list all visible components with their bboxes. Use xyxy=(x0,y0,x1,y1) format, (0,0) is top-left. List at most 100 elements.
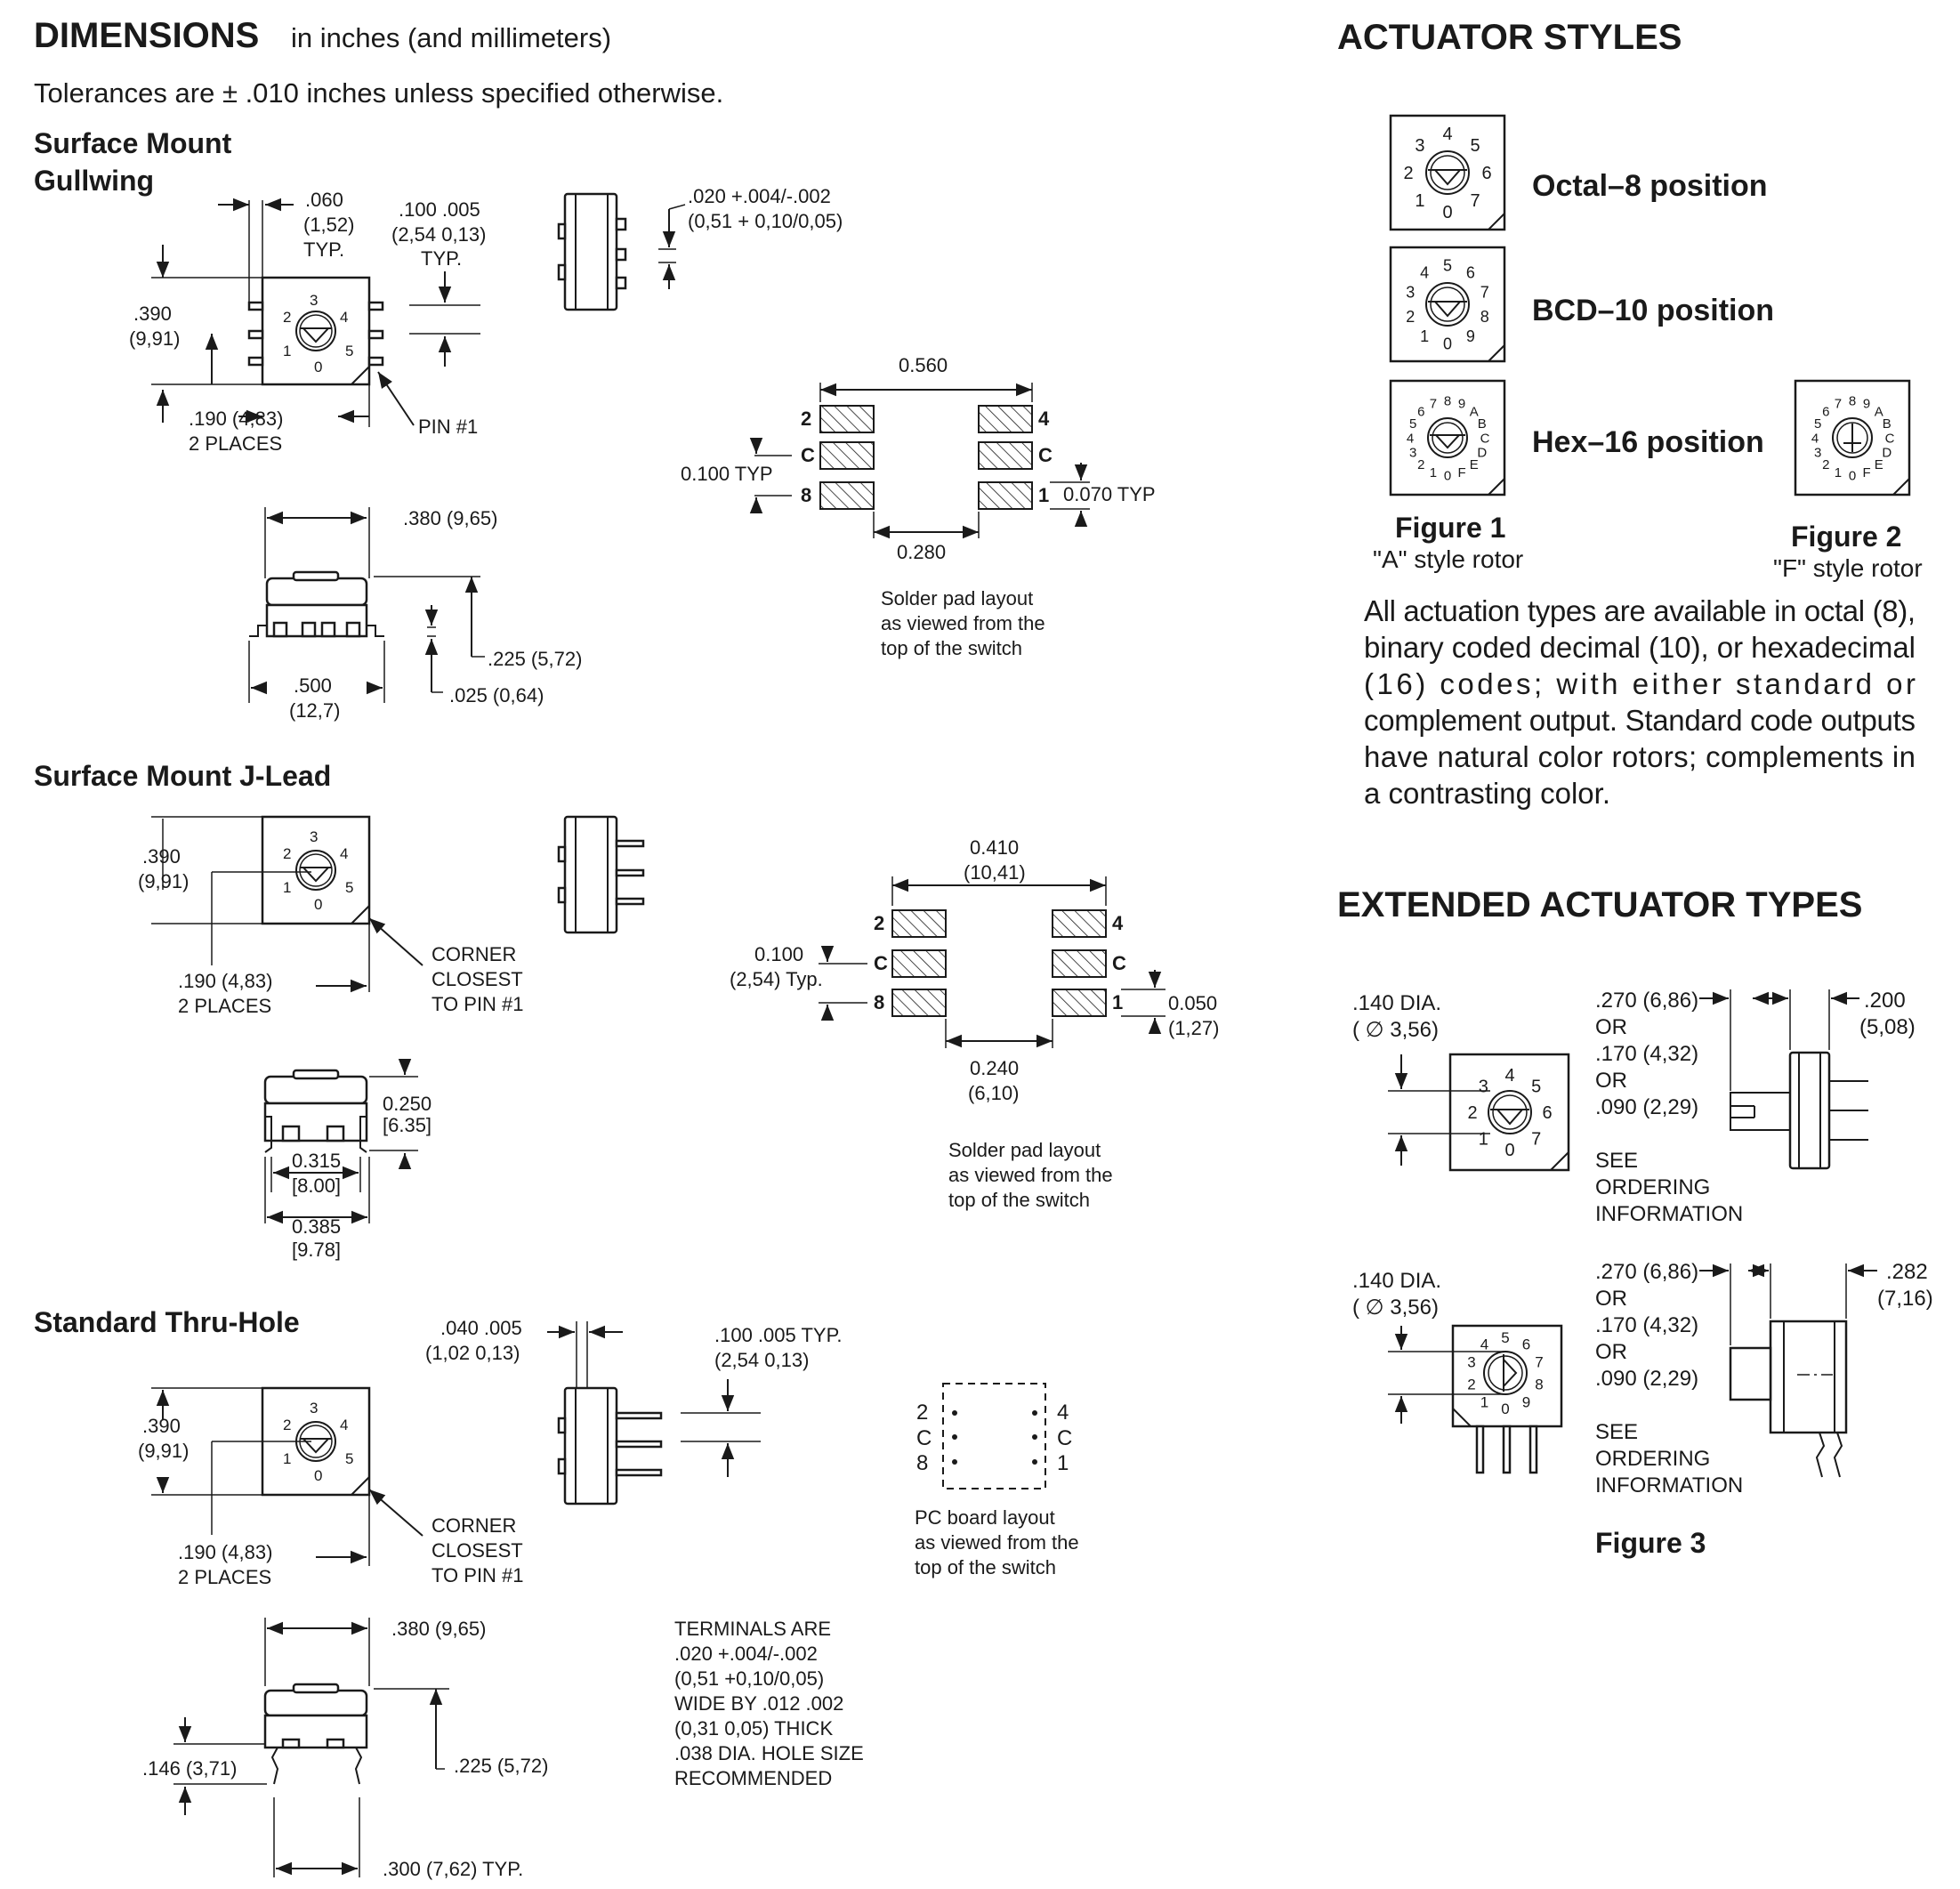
dial-numeral: 2 xyxy=(1467,1103,1477,1123)
gullwing-heading-line2: Gullwing xyxy=(34,165,154,197)
svg-text:3: 3 xyxy=(310,828,318,845)
page-title-units: in inches (and millimeters) xyxy=(291,22,611,53)
gw-dim-190-places: 2 PLACES xyxy=(189,432,282,455)
dial-numeral: 5 xyxy=(1814,416,1821,432)
e2-len-or1: OR xyxy=(1595,1287,1627,1311)
dial-numeral: 5 xyxy=(1531,1077,1541,1096)
e2-len-or2: OR xyxy=(1595,1340,1627,1364)
figure2-caption: "F" style rotor xyxy=(1773,554,1923,582)
jl-corner-3: TO PIN #1 xyxy=(432,993,524,1015)
svg-text:1: 1 xyxy=(283,1450,291,1467)
gw-dim-060: .060 xyxy=(305,189,343,211)
e1-right-200: .200 xyxy=(1864,989,1906,1013)
svg-text:4: 4 xyxy=(340,309,348,326)
dial-numeral: 0 xyxy=(1504,1141,1514,1160)
gw-pad-c-right: C xyxy=(1038,444,1053,466)
jl-dim-385-mm: [9.78] xyxy=(292,1239,341,1261)
ext1-side-view xyxy=(1730,1051,1868,1170)
gw-dim-500-mm: (12,7) xyxy=(289,699,340,722)
th-terminals-7: RECOMMENDED xyxy=(674,1767,832,1789)
gw-dim-225: .225 (5,72) xyxy=(488,648,582,670)
th-dim-390-mm: (9,91) xyxy=(138,1440,189,1462)
e2-right-282-mm: (7,16) xyxy=(1877,1287,1933,1311)
e2-len-270: .270 (6,86) xyxy=(1595,1260,1698,1284)
dial-numeral: 8 xyxy=(1444,393,1451,408)
figure3-label: Figure 3 xyxy=(1595,1527,1706,1559)
thruhole-heading: Standard Thru-Hole xyxy=(34,1306,300,1338)
jl-pad-dim-050: 0.050 xyxy=(1168,992,1217,1014)
jl-dim-250-mm: [6.35] xyxy=(383,1114,432,1136)
jl-pad-caption-2: as viewed from the xyxy=(948,1164,1113,1186)
svg-text:2: 2 xyxy=(283,1417,291,1433)
dial-numeral: A xyxy=(1875,405,1883,420)
gw-pin1-label: PIN #1 xyxy=(418,416,478,438)
e1-dia-mm: ( ∅ 3,56) xyxy=(1352,1018,1439,1042)
actuator-heading: ACTUATOR STYLES xyxy=(1337,18,1682,57)
dial-numeral: 9 xyxy=(1863,396,1870,411)
svg-text:0: 0 xyxy=(314,1467,322,1484)
actuator-paragraph-3: (16) codes; with either standard or xyxy=(1364,667,1916,700)
jl-pad-caption-3: top of the switch xyxy=(948,1189,1090,1211)
jl-pad-dim-240: 0.240 xyxy=(970,1057,1019,1079)
jl-pad-c-right: C xyxy=(1112,952,1126,974)
dial-numeral: 1 xyxy=(1420,327,1429,345)
jl-pad-dim-100-mm: (2,54) Typ. xyxy=(730,968,823,990)
svg-text:4: 4 xyxy=(340,845,348,862)
dial-numeral: B xyxy=(1478,416,1487,432)
e1-information: INFORMATION xyxy=(1595,1202,1743,1226)
gw-dim-020: .020 +.004/-.002 xyxy=(688,185,831,207)
dial-numeral: A xyxy=(1470,405,1479,420)
gw-dim-060-mm: (1,52) xyxy=(303,214,354,236)
dial-numeral: 8 xyxy=(1535,1376,1543,1393)
dial-numeral: C xyxy=(1480,431,1490,446)
dial-numeral: 9 xyxy=(1466,327,1475,345)
dial-numeral: 1 xyxy=(1430,465,1437,480)
actuator-paragraph-5: have natural color rotors; complements i… xyxy=(1364,740,1916,773)
e1-len-090: .090 (2,29) xyxy=(1595,1095,1698,1119)
e2-len-090: .090 (2,29) xyxy=(1595,1367,1698,1391)
jl-pad-1: 1 xyxy=(1112,991,1123,1013)
jl-pad-4: 4 xyxy=(1112,912,1124,934)
e1-ordering: ORDERING xyxy=(1595,1175,1710,1199)
th-dim-100-mm: (2,54 0,13) xyxy=(714,1349,809,1371)
jl-corner-2: CLOSEST xyxy=(432,968,523,990)
extended-heading: EXTENDED ACTUATOR TYPES xyxy=(1337,885,1862,924)
dial-numeral: 4 xyxy=(1480,1336,1488,1353)
actuator-paragraph-2: binary coded decimal (10), or hexadecima… xyxy=(1364,631,1916,664)
gw-pad-caption-1: Solder pad layout xyxy=(881,587,1033,609)
dial-numeral: 3 xyxy=(1479,1077,1488,1096)
svg-text:0: 0 xyxy=(314,896,322,913)
jl-dim-315-mm: [8.00] xyxy=(292,1175,341,1197)
jl-corner-1: CORNER xyxy=(432,943,516,965)
dial-numeral: 5 xyxy=(1409,416,1416,432)
dial-numeral: 2 xyxy=(1417,457,1424,472)
th-dim-225: .225 (5,72) xyxy=(454,1755,548,1777)
dial-numeral: 7 xyxy=(1535,1354,1543,1371)
ext2-side-view xyxy=(1729,1320,1848,1478)
thruhole-pcb-layout xyxy=(942,1383,1046,1489)
th-terminals-3: (0,51 +0,10/0,05) xyxy=(674,1667,824,1690)
th-corner-2: CLOSEST xyxy=(432,1539,523,1562)
dial-numeral: F xyxy=(1458,465,1466,480)
gw-dim-380: .380 (9,65) xyxy=(403,507,497,529)
svg-text:3: 3 xyxy=(310,292,318,309)
gullwing-front-view xyxy=(249,570,384,638)
dial-numeral: 1 xyxy=(1415,191,1424,211)
dial-numeral: E xyxy=(1470,457,1479,472)
th-pcb-caption-2: as viewed from the xyxy=(915,1531,1079,1554)
dial-numeral: 7 xyxy=(1480,284,1489,302)
e2-information: INFORMATION xyxy=(1595,1473,1743,1497)
jl-pad-2: 2 xyxy=(874,912,884,934)
figure1-label: Figure 1 xyxy=(1395,512,1505,544)
dial-numeral: 4 xyxy=(1811,431,1819,446)
gw-pad-4: 4 xyxy=(1038,408,1050,430)
dial-numeral: 3 xyxy=(1415,136,1424,156)
gw-dim-025: .025 (0,64) xyxy=(449,684,544,706)
th-dim-380: .380 (9,65) xyxy=(391,1618,486,1640)
jl-dim-315: 0.315 xyxy=(292,1150,341,1172)
svg-text:1: 1 xyxy=(283,343,291,359)
e1-len-170: .170 (4,32) xyxy=(1595,1042,1698,1066)
dial-numeral: 8 xyxy=(1849,393,1856,408)
